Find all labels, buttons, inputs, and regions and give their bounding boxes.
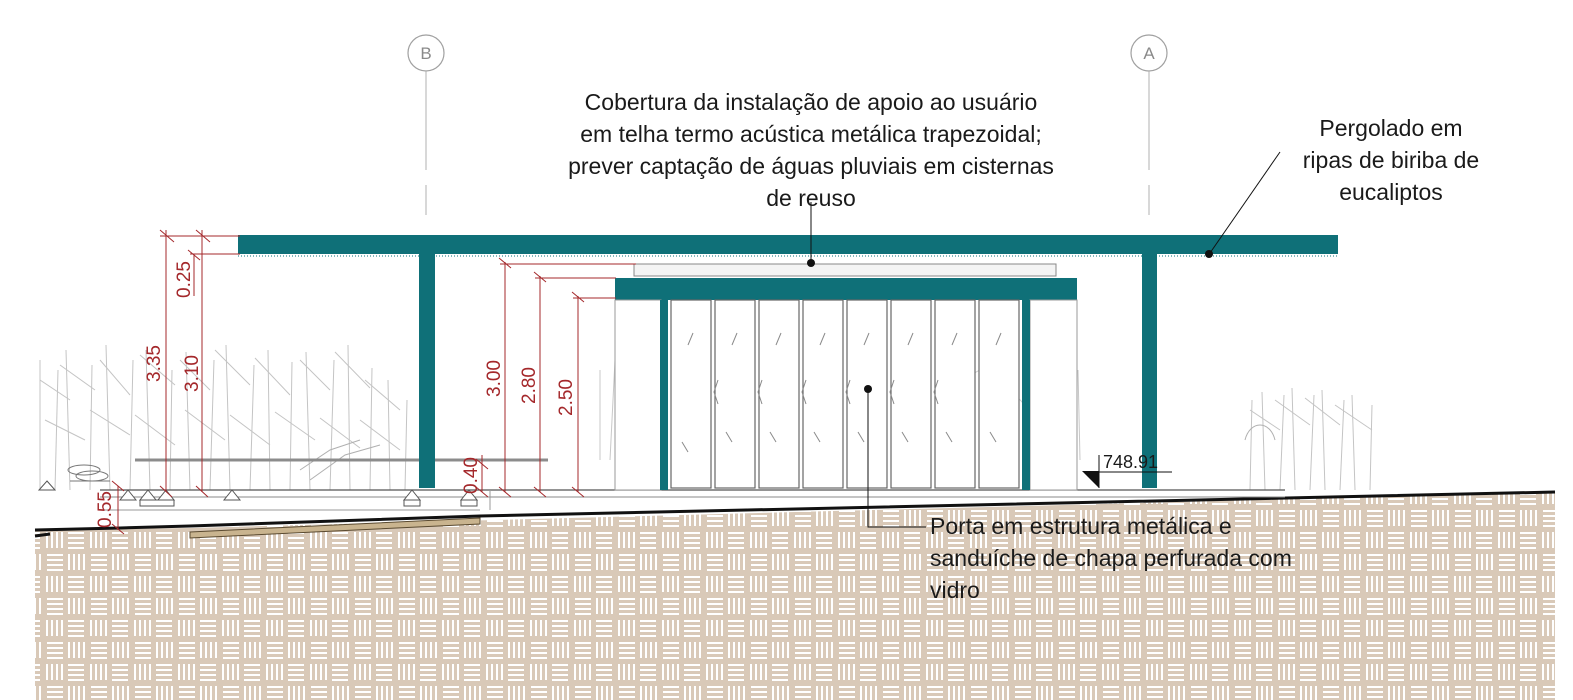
roof-note-line-3: prever captação de águas pluviais em cis… [568, 153, 1054, 179]
elevation-value: 748.91 [1103, 452, 1158, 472]
door-note-line-2: sanduíche de chapa perfurada com [930, 545, 1292, 571]
vegetation-right [1244, 387, 1373, 491]
leader-roof [807, 202, 815, 267]
kiosk-wall-right [1029, 299, 1078, 491]
roof-note-line-4: de reuso [766, 185, 856, 211]
kiosk-post-left [660, 300, 668, 490]
vegetation-left [39, 344, 408, 491]
column-a [1142, 235, 1157, 488]
kiosk-roof-tile [633, 263, 1057, 277]
dim-0-55: 0.55 [95, 491, 116, 528]
roof-note-line-2: em telha termo acústica metálica trapezo… [580, 121, 1042, 147]
column-b [419, 235, 435, 488]
grid-axis-b: B [407, 34, 445, 215]
dim-3-10: 3.10 [182, 355, 203, 392]
dim-0-25: 0.25 [174, 261, 195, 298]
kiosk [614, 263, 1078, 491]
soil-section [35, 492, 1555, 700]
pergola-note-line-1: Pergolado em [1319, 115, 1463, 141]
dim-2-50: 2.50 [556, 379, 577, 416]
grid-axis-a: A [1130, 34, 1168, 215]
platform [100, 458, 1285, 511]
roof-note-line-1: Cobertura da instalação de apoio ao usuá… [584, 89, 1038, 115]
door-note-line-1: Porta em estrutura metálica e [930, 513, 1232, 539]
grid-label-a: A [1143, 44, 1155, 63]
dim-2-80: 2.80 [519, 367, 540, 404]
leader-pergola [1205, 151, 1281, 258]
pergola-roof [238, 235, 1338, 257]
door-swing-marks [713, 379, 939, 405]
glass-reflections [681, 332, 1002, 453]
bench-detail [67, 464, 110, 482]
folding-door-panels [670, 299, 1020, 489]
leader-door [864, 385, 926, 528]
ground-line [34, 490, 1556, 532]
door-note: Porta em estrutura metálica e sanduíche … [930, 510, 1292, 606]
elevation-marker: 748.91 [1082, 452, 1172, 488]
kiosk-wall-left [614, 299, 662, 491]
dim-0-40: 0.40 [461, 457, 482, 494]
roof-note: Cobertura da instalação de apoio ao usuá… [532, 86, 1090, 214]
pergola-note-line-3: eucaliptos [1339, 179, 1443, 205]
pergola-note: Pergolado em ripas de biriba de eucalipt… [1282, 112, 1500, 208]
dimension-labels: 0.25 3.35 3.10 3.00 2.80 2.50 0.40 0.55 [95, 261, 577, 528]
kiosk-post-right [1022, 300, 1030, 490]
path-strip [189, 517, 481, 539]
kiosk-roof-beam [615, 278, 1077, 300]
pergola-note-line-2: ripas de biriba de [1302, 147, 1480, 173]
grid-label-b: B [420, 44, 431, 63]
door-note-line-3: vidro [930, 577, 980, 603]
footings [37, 480, 479, 507]
dim-3-00: 3.00 [484, 360, 505, 397]
dimension-lines [111, 229, 636, 535]
dim-3-35: 3.35 [144, 345, 165, 382]
